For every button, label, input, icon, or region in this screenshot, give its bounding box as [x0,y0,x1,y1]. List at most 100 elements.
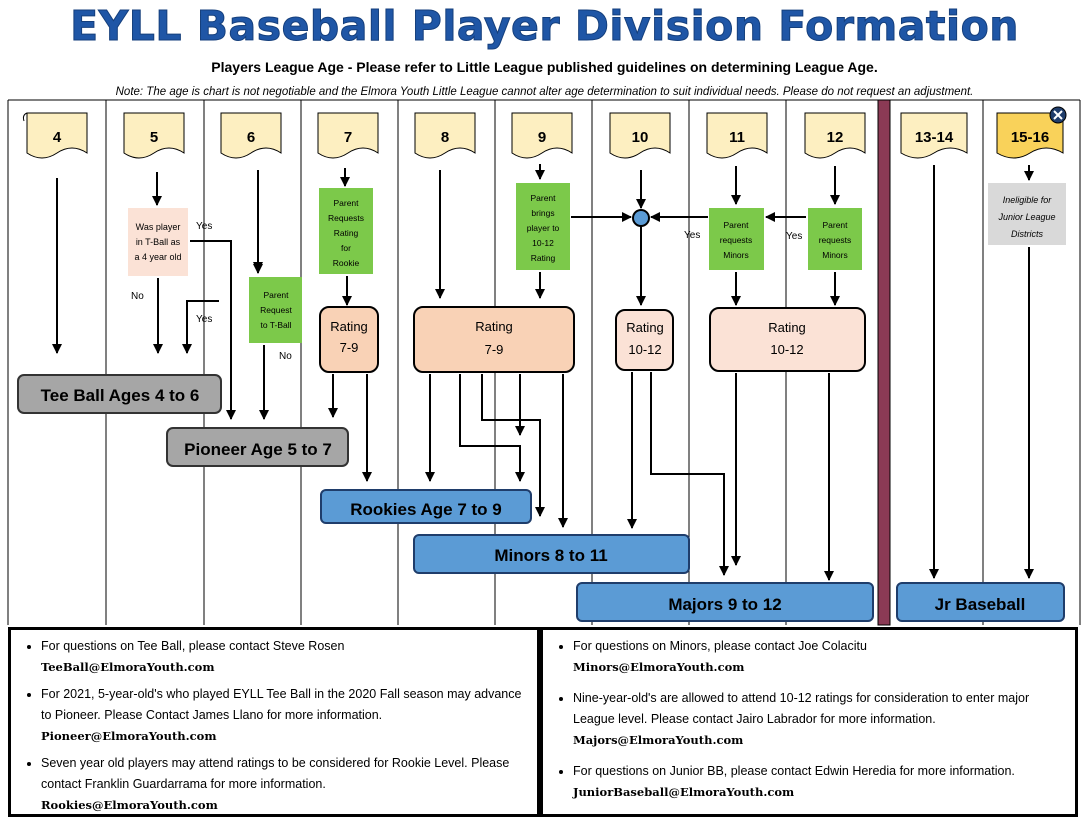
age-flag-15-16: 15-16 [996,112,1064,159]
yes-label: Yes [196,221,212,232]
age-label: 15-16 [1011,129,1049,146]
age-label: 7 [344,129,352,146]
info-text: For 2021, 5-year-old's who played EYLL T… [41,687,522,722]
page-title: EYLL Baseball Player Division Formation [70,2,1019,51]
rating-boxes: Rating 7-9 Rating 7-9 Rating 10-12 Rating 10… [319,306,866,373]
age-note: Note: The age is chart is not negotiable… [115,86,974,98]
info-list-right: For questions on Minors, please contact … [543,630,1075,803]
info-text: Nine-year-old's are allowed to attend 10… [573,691,1030,726]
flow-arrows [52,164,1034,581]
rating-10-12-large [709,307,866,372]
svg-text:7-9: 7-9 [485,342,504,357]
info-text: For questions on Minors, please contact … [573,639,867,653]
svg-text:10-12: 10-12 [628,342,661,357]
age-label: 13-14 [915,129,954,146]
svg-text:Rating: Rating [330,319,368,334]
pioneer-division [166,427,349,467]
page-subtitle: Players League Age - Please refer to Lit… [211,59,878,75]
teeball-division [17,374,222,414]
info-text: For questions on Junior BB, please conta… [573,764,1015,778]
age-label: 10 [632,129,649,146]
svg-text:Pioneer Age 5 to 7: Pioneer Age 5 to 7 [184,440,332,459]
svg-text:7-9: 7-9 [340,340,359,355]
info-text: Seven year old players may attend rating… [41,756,510,791]
ineligible-box [988,183,1066,245]
age-flag-4: 4 [22,112,88,159]
yes-label: Yes [684,230,700,241]
email-link[interactable]: Majors@ElmoraYouth.com [573,733,744,747]
svg-text:Tee Ball Ages 4 to 6: Tee Ball Ages 4 to 6 [41,386,200,405]
age-label: 12 [827,129,844,146]
parent-tball-box [249,277,302,343]
branch-labels: Yes No Yes No Yes Yes [131,221,802,362]
age-label: 11 [729,129,745,146]
svg-text:Minors 8 to 11: Minors 8 to 11 [494,546,607,565]
list-item: Nine-year-old's are allowed to attend 10… [573,688,1065,751]
svg-text:Rating: Rating [475,319,513,334]
age-label: 6 [247,129,255,146]
list-item: For questions on Tee Ball, please contac… [41,636,527,678]
list-item: For 2021, 5-year-old's who played EYLL T… [41,684,527,747]
parent-rookie-box [319,188,373,274]
list-item: For questions on Minors, please contact … [573,636,1065,678]
age-flag-13-14: 13-14 [900,112,968,159]
parent-minors-box-12 [808,208,862,270]
rating-7-9-large [413,306,575,373]
age-flag-7: 7 [317,112,379,159]
no-label: No [279,351,292,362]
age-flags: 4 5 6 7 8 9 10 11 [22,106,1067,159]
age-label: 5 [150,129,158,146]
rating-10-12-small [615,309,674,371]
age-flag-11: 11 [706,112,768,159]
majors-division [576,582,874,622]
info-box-right: For questions on Minors, please contact … [540,627,1078,817]
junction-node [632,209,650,227]
minors-division [413,534,690,574]
no-label: No [131,291,144,302]
yes-label: Yes [786,231,802,242]
info-box-left: For questions on Tee Ball, please contac… [8,627,540,817]
age-flag-6: 6 [220,112,282,159]
age-flag-5: 5 [123,112,185,159]
svg-text:Majors 9 to 12: Majors 9 to 12 [668,595,781,614]
email-link[interactable]: JuniorBaseball@ElmoraYouth.com [573,785,795,799]
division-flowchart: 4 5 6 7 8 9 10 11 [7,99,1081,626]
email-link[interactable]: TeeBall@ElmoraYouth.com [41,660,215,674]
age-label: 8 [441,129,449,146]
close-icon [1049,106,1067,124]
svg-text:Jr Baseball: Jr Baseball [935,595,1026,614]
email-link[interactable]: Pioneer@ElmoraYouth.com [41,729,217,743]
parent-minors-box-11 [709,208,764,270]
age-flag-8: 8 [414,112,476,159]
email-link[interactable]: Rookies@ElmoraYouth.com [41,798,218,812]
parent-rating-1012-box [516,183,570,270]
info-text: For questions on Tee Ball, please contac… [41,639,345,653]
list-item: Seven year old players may attend rating… [41,753,527,816]
tball-question-box [128,208,188,276]
email-link[interactable]: Minors@ElmoraYouth.com [573,660,745,674]
age-label: 4 [53,129,62,146]
age-label: 9 [538,129,546,146]
division-boxes: Tee Ball Ages 4 to 6 Pioneer Age 5 to 7 … [17,374,1065,622]
info-list-left: For questions on Tee Ball, please contac… [11,630,537,816]
age-flag-10: 10 [609,112,671,159]
division-separator-bar [877,99,891,626]
list-item: For questions on Junior BB, please conta… [573,761,1065,803]
svg-text:10-12: 10-12 [770,342,803,357]
rating-7-9-small [319,306,379,373]
svg-text:Rating: Rating [626,320,664,335]
age-flag-12: 12 [804,112,866,159]
svg-text:Rating: Rating [768,320,806,335]
rookies-division [320,489,532,524]
svg-text:Rookies Age 7 to 9: Rookies Age 7 to 9 [350,500,501,519]
jr-baseball-division [896,582,1065,622]
yes-label: Yes [196,314,212,325]
